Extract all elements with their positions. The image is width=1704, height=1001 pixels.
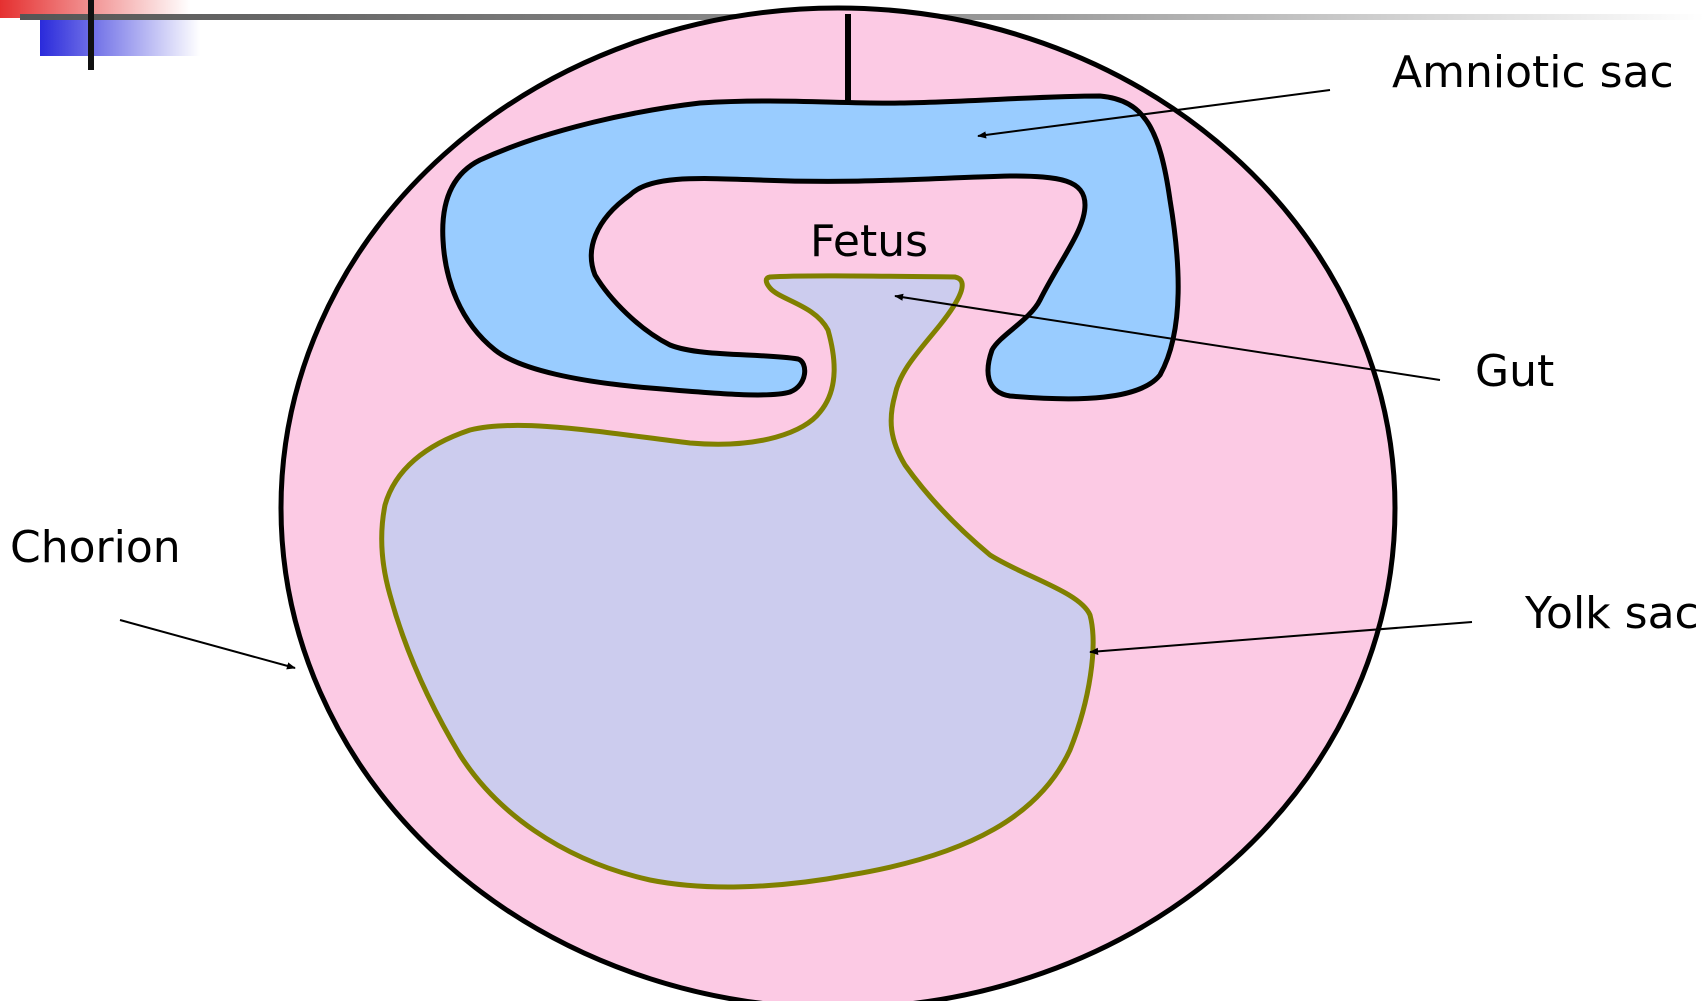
fetus-label: Fetus — [810, 216, 928, 267]
amniotic-sac-label: Amniotic sac — [1392, 47, 1674, 98]
logo-cross-vertical — [88, 0, 94, 70]
chorion-pointer — [120, 620, 295, 668]
yolk-sac-label: Yolk sac — [1524, 588, 1699, 639]
gut-label: Gut — [1475, 346, 1554, 397]
logo-blue-block — [40, 14, 200, 56]
chorion-label: Chorion — [10, 522, 181, 573]
